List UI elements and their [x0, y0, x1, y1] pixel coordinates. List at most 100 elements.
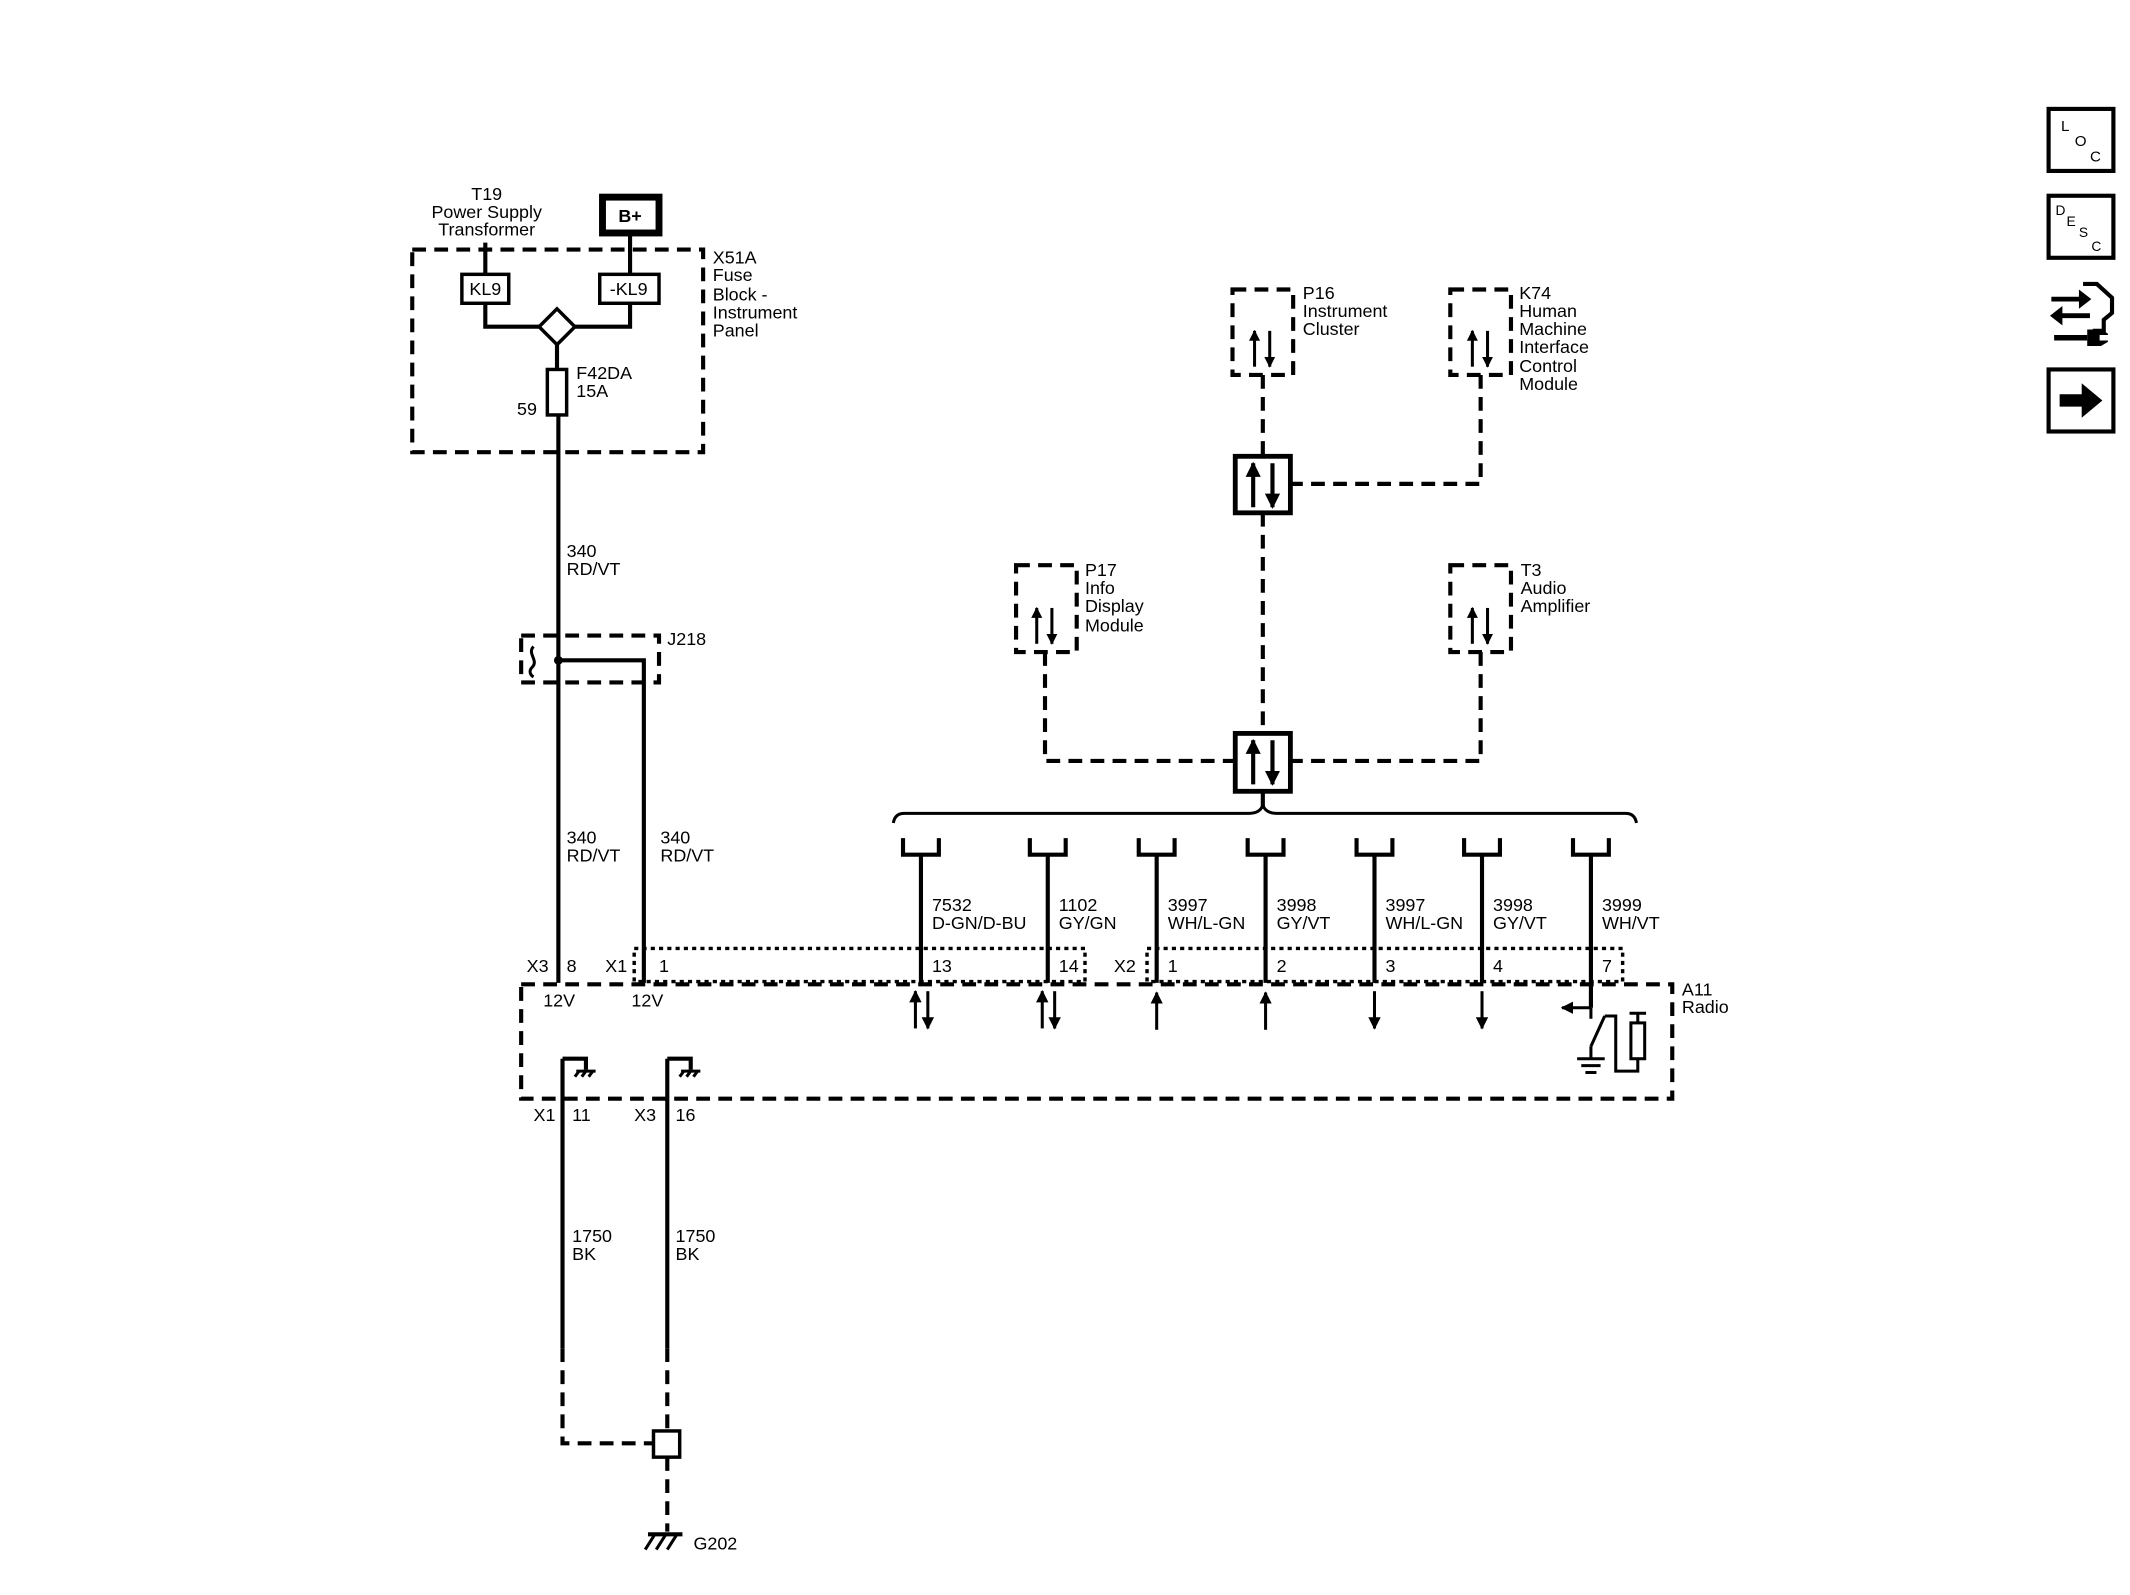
ground-ref: G202 [693, 1534, 737, 1554]
g202-ground-icon [643, 1532, 683, 1551]
circuit-number: 340 [660, 828, 690, 848]
circuit-number: 1102 [1059, 895, 1098, 915]
circuit-color: BK [572, 1244, 596, 1264]
circuit-number: 3998 [1277, 895, 1317, 915]
fuse-rating: 15A [576, 381, 608, 401]
fuse-block-name-line: Fuse [713, 265, 753, 285]
signal-wire-pin-3: 3997 WH/L-GN 3 [1354, 838, 1464, 1030]
network-junction-lower [1232, 730, 1293, 794]
harness-connector-icon [1354, 838, 1395, 857]
network-wire [1290, 652, 1483, 764]
circuit-color: GY/VT [1493, 913, 1547, 933]
description-letter: S [2079, 225, 2088, 240]
module-name-line: Machine [1519, 319, 1587, 339]
description-letter: C [2091, 239, 2101, 254]
module-name-line: Control [1519, 356, 1577, 376]
module-outline [1448, 287, 1514, 378]
module-name-line: Module [1519, 374, 1578, 394]
pin-label: 14 [1059, 956, 1079, 976]
radio-ref: A11 [1682, 979, 1713, 999]
location-letter: L [2061, 118, 2069, 135]
junction-box [1232, 453, 1293, 516]
circuit-number: 1750 [572, 1226, 612, 1246]
module-name-line: Interface [1519, 337, 1589, 357]
signal-wire-pin-2: 3998 GY/VT 2 [1245, 838, 1331, 1030]
fuse-block-name-line: Panel [713, 320, 759, 340]
fuse-cavity: 59 [517, 399, 537, 419]
radio-name: Radio [1682, 997, 1729, 1017]
circuit-color: GY/VT [1277, 913, 1331, 933]
circuit-number: 340 [567, 541, 597, 561]
location-icon[interactable] [2046, 106, 2116, 174]
description-icon[interactable] [2046, 193, 2116, 260]
connector-repair-icon[interactable] [2049, 281, 2115, 347]
next-button[interactable] [2046, 367, 2116, 434]
fuse-block-ref: X51A [713, 247, 757, 267]
neg-kl9-wire [574, 303, 633, 329]
internal-ground-icon [667, 1056, 701, 1078]
module-outline [1448, 563, 1514, 655]
harness-connector-icon [1462, 838, 1503, 857]
connector-label: X3 [527, 956, 549, 976]
connector-label: X1 [534, 1105, 556, 1125]
voltage-label: 12V [631, 990, 663, 1010]
connector-label: X3 [634, 1105, 656, 1125]
splice-ref: J218 [667, 629, 706, 649]
circuit-color: GY/GN [1059, 913, 1117, 933]
up-down-arrows-icon [1245, 461, 1281, 509]
pin-label: 1 [659, 956, 669, 976]
next-arrow-icon [2059, 383, 2103, 418]
module-name-line: Display [1085, 596, 1144, 616]
internal-ground-icon [562, 1056, 596, 1078]
t19-name-line: Power Supply [431, 202, 542, 222]
harness-connector-icon [1027, 838, 1068, 857]
splice-outline [519, 633, 662, 685]
a11-radio: A11 Radio 12V 12V [519, 979, 1729, 1101]
network-wire [1042, 652, 1236, 764]
ground-splice-icon [651, 1429, 682, 1459]
fuse-f42da-icon [545, 367, 569, 417]
harness-connector-icon [900, 838, 941, 857]
circuit-number: 7532 [932, 895, 972, 915]
description-button[interactable]: D E S C [2046, 193, 2116, 260]
diode-logic-icon [536, 306, 578, 348]
module-name-line: Module [1085, 615, 1144, 635]
up-down-arrows-icon [1036, 989, 1061, 1030]
circuit-color: WH/L-GN [1168, 913, 1246, 933]
circuit-color: WH/L-GN [1386, 913, 1464, 933]
pin-label: 7 [1602, 956, 1612, 976]
pin-label: 11 [572, 1105, 591, 1125]
pin-label: 16 [676, 1105, 696, 1125]
junction-box [1232, 730, 1293, 794]
radio-outline [519, 982, 1675, 1101]
fuse-block-outline [410, 247, 706, 455]
pin-label: 3 [1386, 956, 1396, 976]
location-letter: O [2075, 133, 2087, 150]
circuit-number: 1750 [676, 1226, 716, 1246]
feed-wire-x1 [558, 658, 646, 983]
location-button[interactable]: L O C [2046, 106, 2116, 174]
fuse-block-name-line: Block - [713, 285, 768, 305]
pin-label: 1 [1168, 956, 1178, 976]
splice-icon [528, 645, 536, 679]
neg-kl9-label: -KL9 [610, 279, 648, 299]
t19-name-line: Transformer [438, 220, 535, 240]
module-ref: P17 [1085, 560, 1117, 580]
module-name-line: Info [1085, 578, 1115, 598]
up-down-arrows-icon [909, 989, 935, 1030]
module-ref: T3 [1521, 560, 1542, 580]
up-down-arrows-icon [1245, 738, 1281, 786]
pin-label: 13 [932, 956, 952, 976]
module-name-line: Audio [1521, 578, 1567, 598]
kl9-wire [483, 303, 540, 329]
kl9-label: KL9 [469, 279, 501, 299]
splice-node [553, 655, 563, 665]
fuse-block-name-line: Instrument [713, 302, 798, 322]
circuit-color: RD/VT [567, 559, 621, 579]
module-name-line: Cluster [1303, 319, 1360, 339]
signal-wire-pin-7: 3999 WH/VT 7 [1560, 838, 1660, 1075]
ground-wire-dashed [560, 1348, 654, 1446]
battery-positive-symbol: B+ [599, 193, 663, 275]
t3-audio-amplifier: T3 Audio Amplifier [1448, 560, 1590, 655]
